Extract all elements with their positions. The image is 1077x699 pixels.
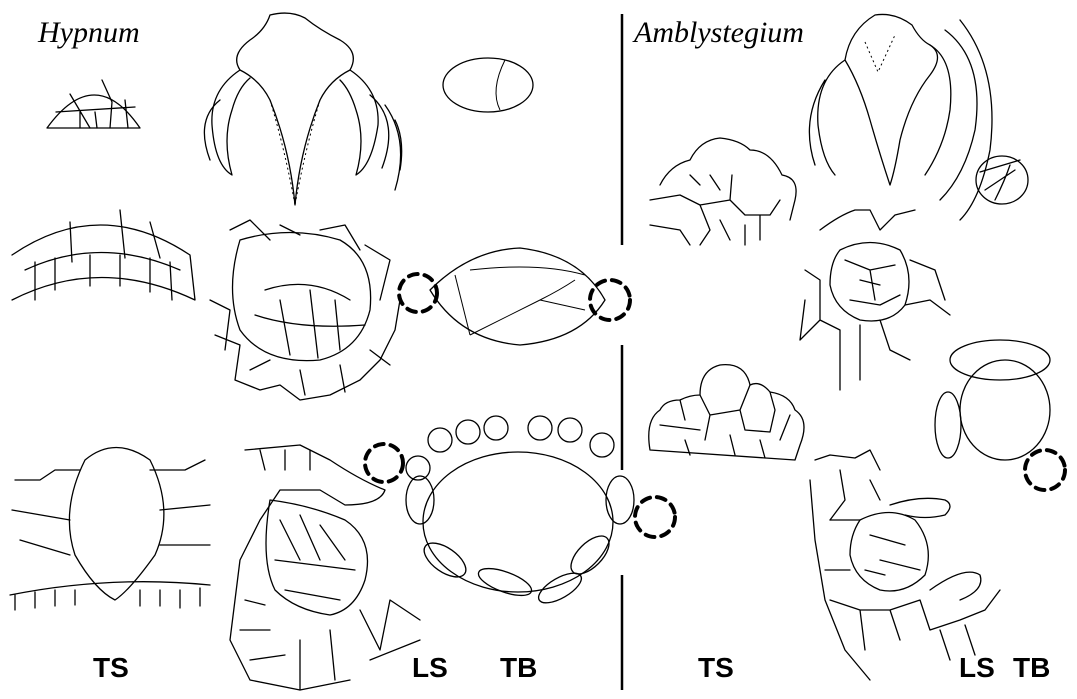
amblystegium-shoot-apex-outline <box>809 14 992 220</box>
amblystegium-tb-small <box>976 156 1028 204</box>
label-ts-left: TS <box>93 654 129 682</box>
label-ts-right: TS <box>698 654 734 682</box>
hypnum-ts-bottom <box>10 448 210 611</box>
amblystegium-dashed-circle <box>1025 450 1065 490</box>
hypnum-tb-mid <box>430 248 605 345</box>
hypnum-dashed-circle-3 <box>365 444 403 482</box>
hypnum-apical-cell-small <box>47 80 140 128</box>
amblystegium-ts-mid <box>649 365 804 460</box>
hypnum-dashed-circle-4 <box>635 497 675 537</box>
amblystegium-ls-bottom <box>810 450 1000 680</box>
label-tb-left: TB <box>500 654 537 682</box>
genus-label-right: Amblystegium <box>634 18 804 48</box>
amblystegium-ts-top <box>650 138 796 245</box>
amblystegium-ls-mid <box>800 210 950 390</box>
genus-label-left: Hypnum <box>38 18 140 48</box>
label-ls-right: LS <box>959 654 995 682</box>
label-tb-right: TB <box>1013 654 1050 682</box>
hypnum-ts-mid <box>12 210 195 300</box>
hypnum-shoot-apex-outline <box>204 13 401 205</box>
label-ls-left: LS <box>412 654 448 682</box>
amblystegium-tb-mid <box>935 340 1050 460</box>
hypnum-tb-bottom <box>406 416 634 609</box>
hypnum-ls-mid <box>210 220 400 400</box>
hypnum-tb-small <box>443 58 533 112</box>
